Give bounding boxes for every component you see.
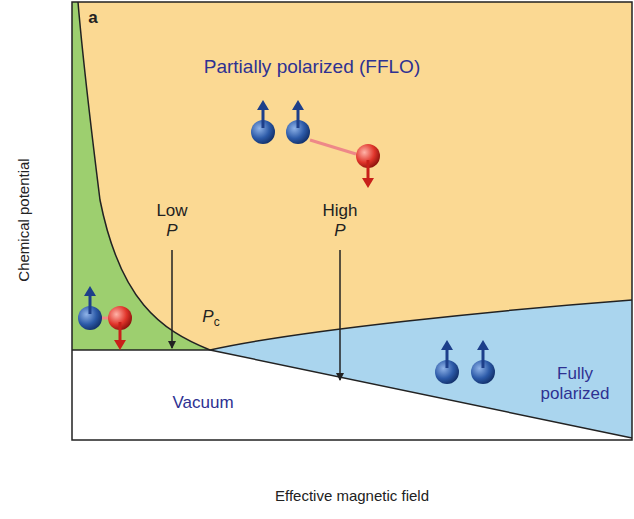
path-label: LowP — [156, 201, 187, 242]
path-arrow — [171, 250, 173, 348]
region-label: Vacuum — [172, 393, 233, 413]
critical-point-label: Pc — [202, 307, 219, 330]
path-arrow — [339, 250, 341, 380]
phase-boundary — [72, 349, 210, 351]
spin-up-atom — [471, 340, 495, 384]
vacuum-region — [72, 2, 632, 440]
axis-title: Effective magnetic field — [275, 487, 429, 505]
region-label: Partially polarized (FFLO) — [204, 56, 420, 79]
panel-letter: a — [88, 8, 97, 28]
ffl-region — [72, 2, 632, 350]
polarized-region — [210, 300, 632, 438]
axis-title: Chemical potential — [15, 158, 33, 281]
spin-down-atom — [356, 144, 380, 188]
phase-boundary — [78, 2, 210, 350]
spin-down-atom — [108, 306, 132, 350]
path-label: HighP — [323, 201, 358, 242]
plot-frame — [72, 2, 632, 440]
phase-boundary — [210, 300, 632, 350]
spin-up-atom — [78, 286, 102, 330]
region-label: Fullypolarized — [541, 364, 610, 405]
spin-up-atom — [286, 100, 310, 144]
phase-boundary — [210, 350, 632, 438]
pair-bond — [310, 140, 356, 154]
paired-region — [72, 2, 210, 350]
spin-up-atom — [251, 100, 275, 144]
spin-up-atom — [435, 340, 459, 384]
